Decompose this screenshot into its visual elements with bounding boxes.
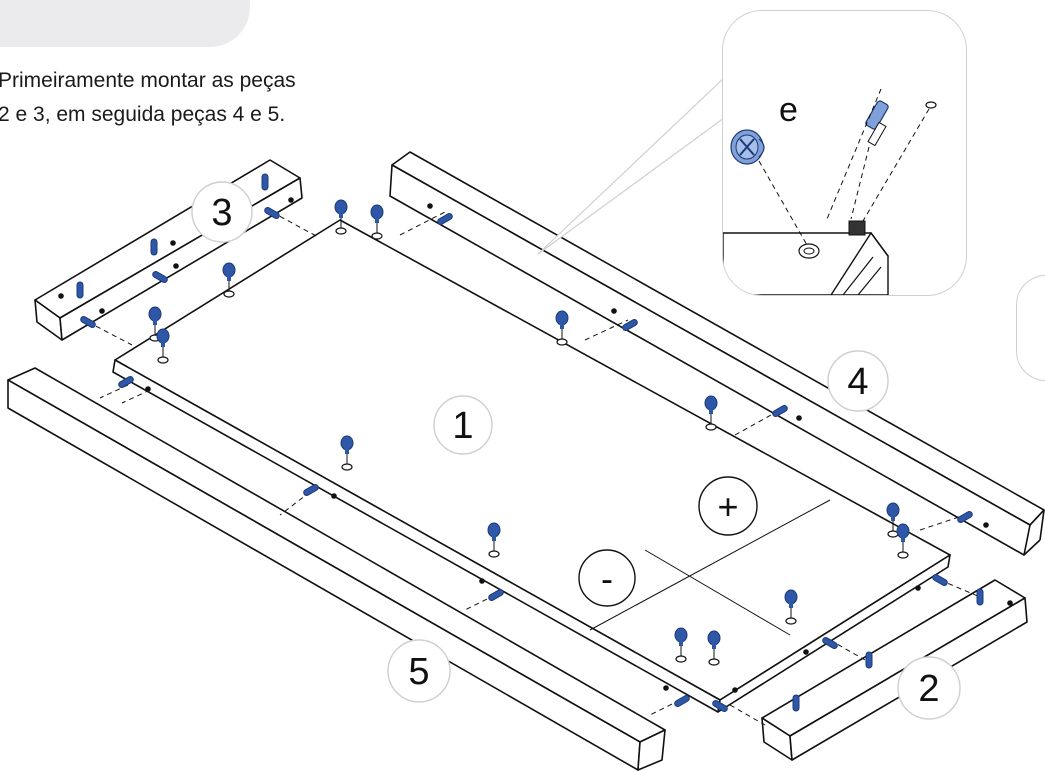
part-label-4: 4	[827, 350, 889, 412]
part-4-rail	[389, 151, 1045, 556]
part-1-panel	[112, 219, 951, 713]
detail-label: e	[779, 91, 798, 129]
bolt-icon	[302, 482, 320, 498]
detail-callout-pointer	[537, 76, 725, 255]
bolt-icon	[865, 100, 889, 147]
cam-lock-icon	[555, 310, 569, 346]
detail-callout-box: e	[722, 10, 967, 296]
detail-illustration: e	[723, 88, 937, 295]
part-number: 2	[918, 668, 939, 710]
part-5-rail	[7, 367, 666, 771]
bolt-icon	[931, 572, 949, 588]
part-label-5: 5	[387, 639, 451, 703]
plus-mark: +	[698, 476, 758, 536]
bolt-icon	[976, 588, 984, 606]
part-number: 5	[408, 651, 429, 693]
part-number: 3	[211, 192, 232, 234]
instruction-text: Primeiramente montar as peças 2 e 3, em …	[0, 64, 296, 132]
svg-text:-: -	[601, 558, 613, 599]
bolt-icon	[865, 651, 873, 669]
cam-lock-icon	[370, 204, 384, 240]
bolt-icon	[150, 238, 158, 256]
minus-mark: -	[578, 549, 636, 607]
instruction-line-2: 2 e 3, em seguida peças 4 e 5.	[0, 103, 286, 126]
part-label-2: 2	[897, 656, 961, 720]
cam-lock-icon	[704, 395, 718, 431]
part-label-3: 3	[191, 181, 253, 243]
part-number: 4	[847, 361, 868, 403]
cam-lock-icon	[334, 199, 348, 235]
bolt-icon	[673, 693, 691, 709]
part-number: 1	[452, 405, 473, 447]
dowel-icon	[925, 101, 937, 109]
bolt-icon	[792, 694, 800, 712]
partial-callout-bubble	[1016, 275, 1045, 381]
assembly-guide-lines	[87, 211, 981, 726]
part-label-1: 1	[433, 395, 493, 455]
bolt-icon	[261, 173, 269, 191]
bolt-icon	[487, 587, 505, 603]
step-tab	[0, 0, 250, 47]
bolt-icon	[76, 281, 84, 299]
instruction-line-1: Primeiramente montar as peças	[0, 69, 296, 92]
cam-lock-icon	[730, 129, 765, 165]
svg-text:+: +	[717, 486, 738, 527]
cam-lock-icon	[222, 262, 236, 298]
